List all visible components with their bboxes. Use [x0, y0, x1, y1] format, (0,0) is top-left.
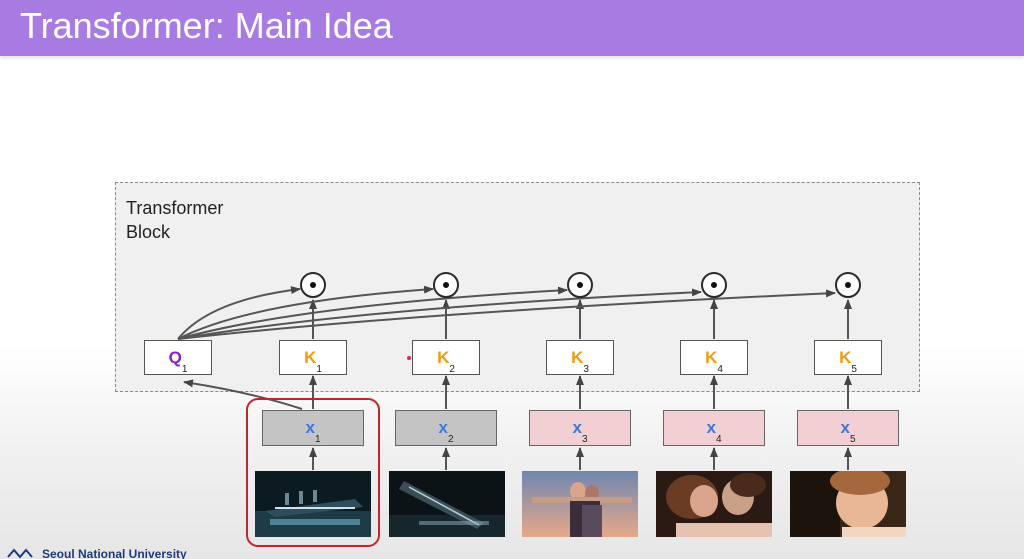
- arrow-q1-dot1: [177, 286, 301, 340]
- block-label-line2: Block: [126, 222, 171, 242]
- key-node-k4: K4: [680, 340, 748, 375]
- dot-product-icon: [433, 272, 459, 298]
- footer-brand: Seoul National University: [6, 547, 187, 559]
- arrow-x1-q1: [183, 379, 303, 410]
- key-node-k3: K3: [546, 340, 614, 375]
- image-portrait: [790, 471, 906, 537]
- dot-product-icon: [835, 272, 861, 298]
- x1-highlight-frame: [246, 398, 380, 547]
- input-x2: x2: [395, 410, 497, 446]
- input-x5: x5: [797, 410, 899, 446]
- image-couple-bow: [522, 471, 638, 537]
- input-x3: x3: [529, 410, 631, 446]
- university-logo-icon: [6, 547, 36, 559]
- image-ship-night: [255, 471, 371, 537]
- key-node-k1: K1: [279, 340, 347, 375]
- image-ship-sinking: [389, 471, 505, 537]
- arrow-q1-dot3: [177, 286, 568, 340]
- arrow-q1-dot5: [177, 289, 836, 340]
- query-node-q1: Q1: [144, 340, 212, 375]
- key-node-k2: K2: [412, 340, 480, 375]
- block-label-line1: Transformer: [126, 198, 224, 218]
- title-bar: [0, 0, 1024, 56]
- input-x4: x4: [663, 410, 765, 446]
- stray-mark: [407, 356, 411, 360]
- transformer-block: [115, 182, 920, 392]
- image-couple-embrace: [656, 471, 772, 537]
- key-node-k5: K5: [814, 340, 882, 375]
- arrow-q1-dot4: [177, 288, 702, 340]
- arrow-q1-dot2: [177, 285, 434, 340]
- slide-title: Transformer: Main Idea: [20, 5, 393, 46]
- block-label: Transformer Block: [126, 196, 223, 244]
- dot-product-icon: [300, 272, 326, 298]
- dot-product-icon: [701, 272, 727, 298]
- input-x1: x1: [262, 410, 364, 446]
- dot-product-icon: [567, 272, 593, 298]
- footer-text: Seoul National University: [42, 547, 187, 559]
